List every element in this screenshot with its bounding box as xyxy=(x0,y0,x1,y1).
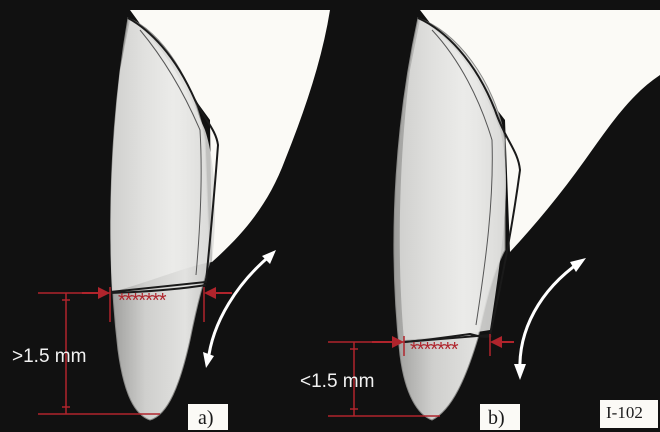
measurement-label-b: <1.5 mm xyxy=(300,372,374,391)
figure-id: I-102 xyxy=(606,404,643,421)
measurement-label-a: >1.5 mm xyxy=(12,347,86,366)
panel-label-a: a) xyxy=(198,408,214,428)
margin-marker-b: ******* xyxy=(410,340,457,360)
panel-label-b: b) xyxy=(488,408,505,428)
margin-marker-a: ******* xyxy=(118,291,165,311)
